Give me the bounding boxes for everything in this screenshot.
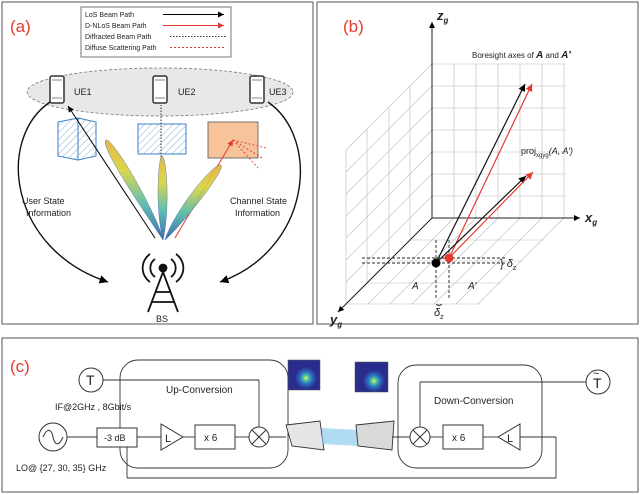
if-label: IF@2GHz , 8Gbit/s bbox=[55, 402, 132, 412]
diffuse-scatter bbox=[232, 139, 267, 169]
tx-amp-label: L bbox=[165, 433, 171, 445]
rx-mixer-icon bbox=[409, 426, 431, 448]
grid-back-wall bbox=[431, 40, 566, 218]
point-a bbox=[431, 258, 441, 268]
channel-state-text-1: Channel State bbox=[230, 196, 287, 206]
rx-beam-heatmap bbox=[354, 361, 389, 393]
tx-beam-heatmap bbox=[287, 359, 321, 391]
panel-a-tag: (a) bbox=[10, 17, 31, 36]
ue1-label: UE1 bbox=[74, 87, 92, 97]
rx-mult-label: x 6 bbox=[452, 433, 466, 444]
proj-label: projxgyg(A, A′) bbox=[521, 146, 573, 159]
base-station-icon bbox=[141, 253, 185, 313]
point-a-prime-label: A′ bbox=[467, 281, 478, 292]
signal-wiring bbox=[67, 379, 586, 479]
y-axis bbox=[337, 217, 433, 313]
data-sink-tilde: ~ bbox=[593, 368, 599, 380]
up-conversion-label: Up-Conversion bbox=[166, 385, 233, 396]
up-conversion-frame bbox=[119, 359, 289, 469]
tx-mult-label: x 6 bbox=[204, 433, 218, 444]
legend-label-los: LoS Beam Path bbox=[85, 12, 134, 19]
down-conversion-frame bbox=[397, 364, 543, 469]
user-state-text-1: User State bbox=[22, 196, 65, 206]
beam-channel bbox=[322, 428, 358, 446]
data-sink-t: T bbox=[593, 375, 602, 391]
panel-a: (a) LoS Beam Path D-NLoS Beam Path Diffr… bbox=[1, 1, 314, 325]
beam-lobes bbox=[104, 139, 222, 241]
user-state-text-2: Information bbox=[26, 208, 71, 218]
lo-label: LO@ {27, 30, 35} GHz bbox=[16, 463, 107, 473]
point-a-label: A bbox=[411, 281, 419, 292]
proj-a bbox=[435, 175, 527, 264]
panel-b-tag: (b) bbox=[343, 17, 364, 36]
phone-ue2-icon bbox=[152, 75, 168, 104]
panel-b-frame bbox=[316, 1, 639, 325]
ue3-label: UE3 bbox=[269, 87, 287, 97]
rx-antenna-icon bbox=[355, 420, 395, 451]
grid-left-wall bbox=[345, 63, 433, 304]
point-a-prime bbox=[444, 253, 454, 263]
ue2-label: UE2 bbox=[178, 87, 196, 97]
delta-z-right: } δz bbox=[500, 258, 517, 272]
channel-state-text-2: Information bbox=[235, 208, 280, 218]
y-axis-label: yg bbox=[329, 312, 342, 329]
legend-label-diffuse: Diffuse Scattering Path bbox=[85, 45, 157, 52]
user-state-arc bbox=[17, 101, 109, 284]
tx-antenna-icon bbox=[285, 420, 325, 451]
boresight-a-prime bbox=[448, 83, 533, 259]
los-path-ue1 bbox=[67, 105, 156, 239]
legend-label-dnlos: D-NLoS Beam Path bbox=[85, 23, 147, 30]
tx-mixer-icon bbox=[248, 426, 270, 448]
panel-c-tag: (c) bbox=[10, 357, 30, 376]
panel-c: (c) Up-Conversion Down-Conversion T IF@2… bbox=[1, 337, 639, 493]
panel-b: (b) bbox=[316, 1, 639, 329]
boresight-label: Boresight axes of A and A′ bbox=[472, 50, 571, 61]
z-axis-label: zg bbox=[436, 8, 449, 25]
brace-bottom: ⏟ bbox=[436, 295, 442, 306]
phone-ue1-icon bbox=[49, 75, 65, 104]
channel-state-arc bbox=[219, 101, 301, 284]
x-axis-label: xg bbox=[584, 210, 597, 227]
phone-ue3-icon bbox=[249, 75, 265, 104]
reflector-panel bbox=[137, 123, 187, 155]
boresight-a bbox=[435, 83, 526, 264]
down-conversion-label: Down-Conversion bbox=[434, 396, 513, 407]
rx-amp-label: L bbox=[507, 433, 513, 445]
delta-z-bottom: δz bbox=[434, 307, 444, 321]
splitter-box bbox=[96, 427, 138, 448]
legend: LoS Beam Path D-NLoS Beam Path Diffracte… bbox=[80, 6, 232, 58]
attenuator-label: -3 dB bbox=[104, 433, 126, 443]
legend-label-diffracted: Diffracted Beam Path bbox=[85, 34, 152, 41]
data-source-t: T bbox=[86, 372, 95, 388]
proj-a-prime bbox=[448, 171, 534, 259]
bs-label: BS bbox=[156, 314, 168, 324]
